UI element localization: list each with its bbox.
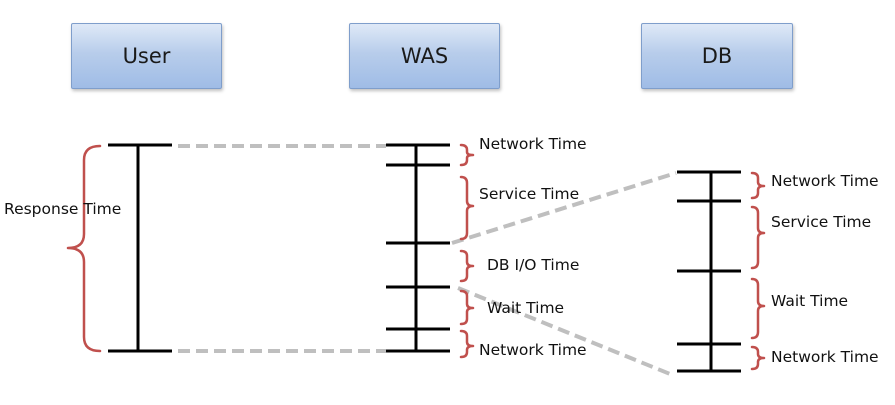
was-dbio-bracket bbox=[459, 249, 475, 283]
db-service-bracket bbox=[750, 205, 766, 270]
db-box: DB bbox=[641, 23, 793, 89]
db-wait-bracket bbox=[750, 277, 766, 340]
db-network-time-bottom-label: Network Time bbox=[771, 348, 879, 366]
was-timeline bbox=[386, 143, 450, 353]
was-db-io-time-label: DB I/O Time bbox=[487, 256, 580, 274]
was-network-bottom-bracket bbox=[459, 329, 475, 359]
was-network-time-bottom-label: Network Time bbox=[479, 341, 587, 359]
db-service-time-label: Service Time bbox=[771, 213, 872, 231]
user-box: User bbox=[71, 23, 222, 89]
was-service-time-label: Service Time bbox=[479, 185, 580, 203]
db-network-time-top-label: Network Time bbox=[771, 172, 879, 190]
was-wait-time-label: Wait Time bbox=[487, 299, 565, 317]
db-network-top-bracket bbox=[750, 171, 766, 200]
was-network-time-top-label: Network Time bbox=[479, 135, 587, 153]
was-box: WAS bbox=[349, 23, 500, 89]
db-wait-time-label: Wait Time bbox=[771, 292, 849, 310]
connector-was-db-top bbox=[451, 171, 677, 245]
response-time-bracket bbox=[66, 144, 102, 353]
was-network-top-bracket bbox=[459, 143, 475, 167]
response-time-label: Response Time bbox=[4, 200, 122, 218]
db-network-bottom-bracket bbox=[750, 345, 766, 371]
was-service-bracket bbox=[459, 175, 475, 241]
was-wait-bracket bbox=[459, 289, 475, 326]
connector-was-db-bottom bbox=[457, 286, 671, 376]
db-timeline bbox=[677, 170, 741, 373]
user-timeline bbox=[108, 143, 172, 353]
